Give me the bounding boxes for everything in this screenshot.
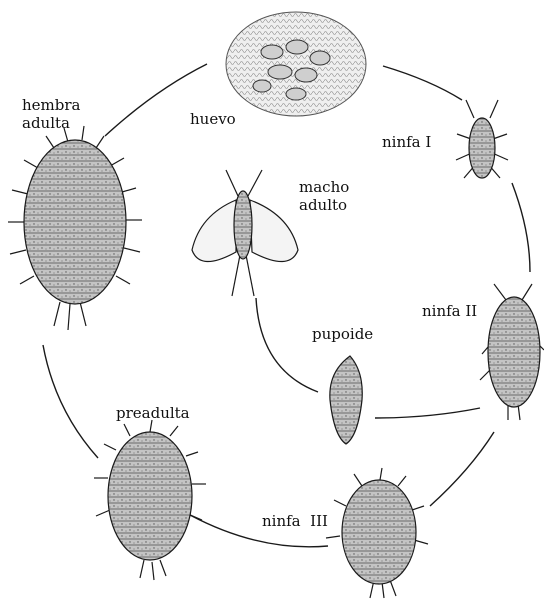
- preadulta-illustration: [94, 420, 206, 580]
- label-hembra-adulta: hembra adulta: [22, 96, 102, 132]
- label-macho-adulto: macho adulto: [299, 178, 369, 214]
- macho-adulto-illustration: [192, 170, 298, 296]
- pupoide-illustration: [330, 356, 362, 444]
- label-huevo: huevo: [190, 110, 236, 128]
- hembra-adulta-illustration: [8, 126, 142, 330]
- ninfa-2-illustration: [480, 284, 544, 420]
- line-huevo-to-ninfa1: [383, 66, 462, 100]
- label-ninfa-1: ninfa I: [382, 133, 431, 151]
- line-ninfa2-to-ninfa3: [430, 432, 494, 506]
- label-pupoide: pupoide: [312, 325, 373, 343]
- line-ninfa2-to-pupoide: [375, 408, 480, 418]
- line-ninfa1-to-ninfa2: [512, 183, 530, 272]
- ninfa-1-illustration: [456, 100, 508, 178]
- line-preadulta-to-hembra: [43, 345, 98, 458]
- line-pupoide-to-macho: [256, 298, 318, 392]
- ninfa-3-illustration: [326, 468, 428, 598]
- label-ninfa-3: ninfa III: [262, 512, 328, 530]
- label-ninfa-2: ninfa II: [422, 302, 477, 320]
- egg-mass-illustration: [226, 12, 366, 116]
- label-preadulta: preadulta: [116, 404, 190, 422]
